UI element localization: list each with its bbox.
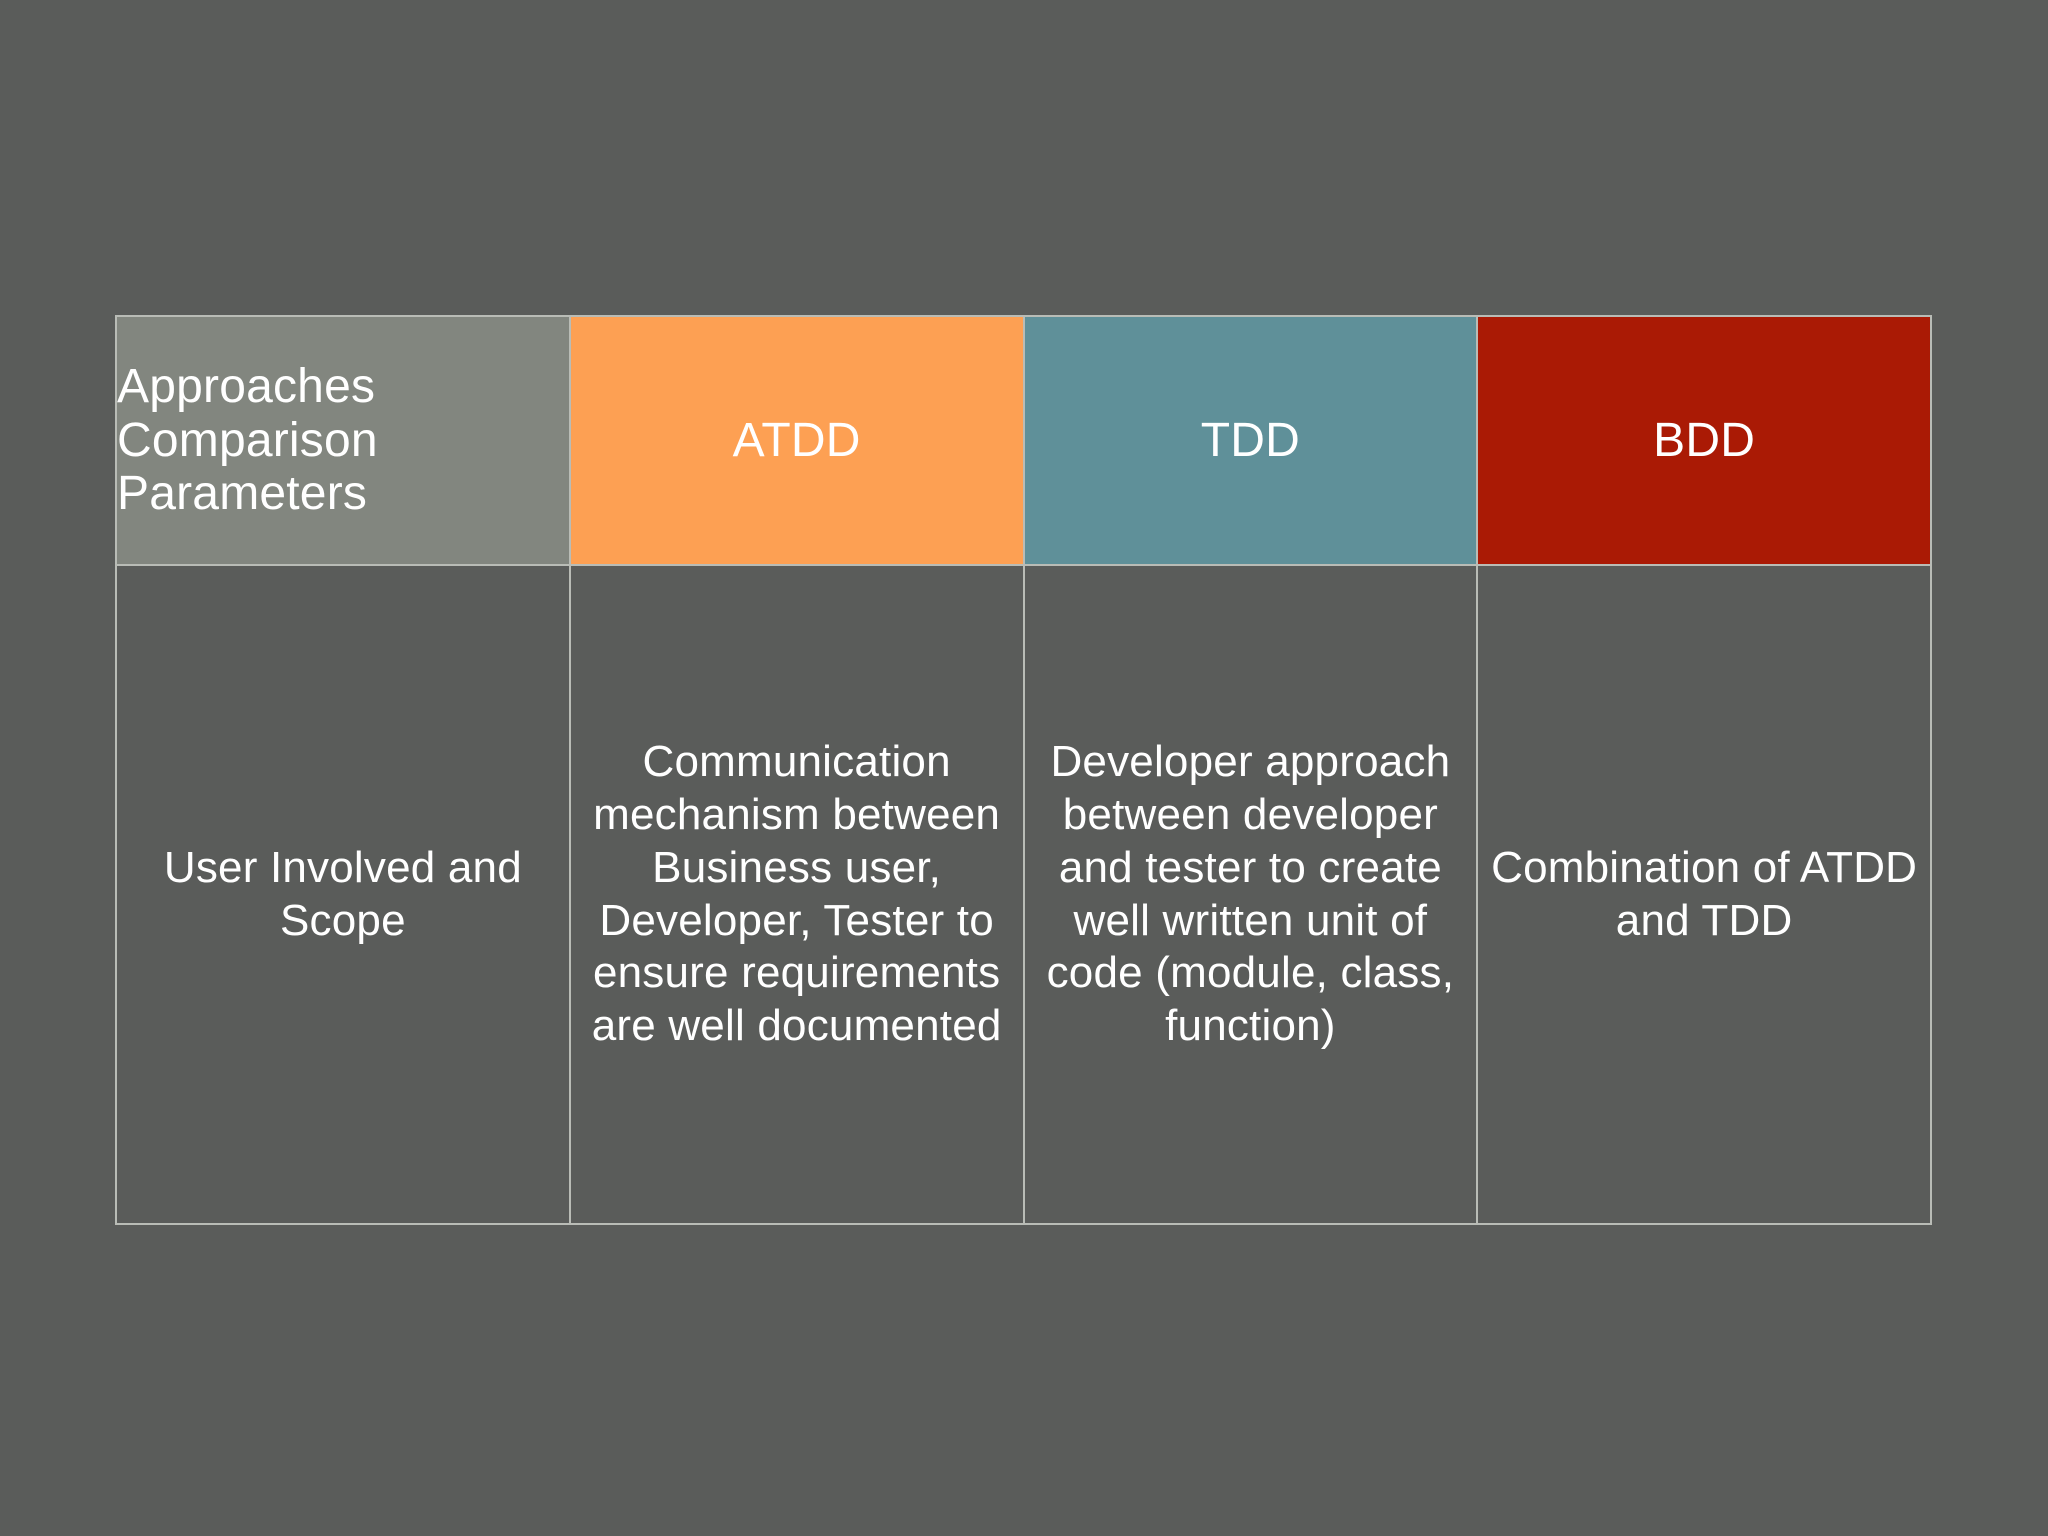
column-header-bdd: BDD [1476,315,1932,566]
cell-atdd-description: Communication mechanism between Business… [568,564,1025,1225]
cell-atdd-description-text: Communication mechanism between Business… [591,737,1002,1051]
column-header-atdd-label: ATDD [732,413,861,467]
column-header-parameters-label: Approaches Comparison Parameters [117,359,378,521]
cell-parameter-name: User Involved and Scope [115,564,571,1225]
table-row: User Involved and Scope Communication me… [115,564,1932,1225]
table-header-row: Approaches Comparison Parameters ATDD TD… [115,315,1932,566]
column-header-parameters: Approaches Comparison Parameters [115,315,571,566]
column-header-tdd-label: TDD [1200,413,1300,467]
cell-parameter-name-text: User Involved and Scope [163,842,522,945]
cell-bdd-description-text: Combination of ATDD and TDD [1491,842,1918,945]
cell-tdd-description: Developer approach between developer and… [1022,564,1479,1225]
column-header-atdd: ATDD [568,315,1025,566]
cell-tdd-description-text: Developer approach between developer and… [1046,737,1455,1051]
cell-bdd-description: Combination of ATDD and TDD [1476,564,1932,1225]
column-header-bdd-label: BDD [1653,413,1756,467]
approaches-comparison-table: Approaches Comparison Parameters ATDD TD… [115,315,1932,1225]
column-header-tdd: TDD [1022,315,1479,566]
